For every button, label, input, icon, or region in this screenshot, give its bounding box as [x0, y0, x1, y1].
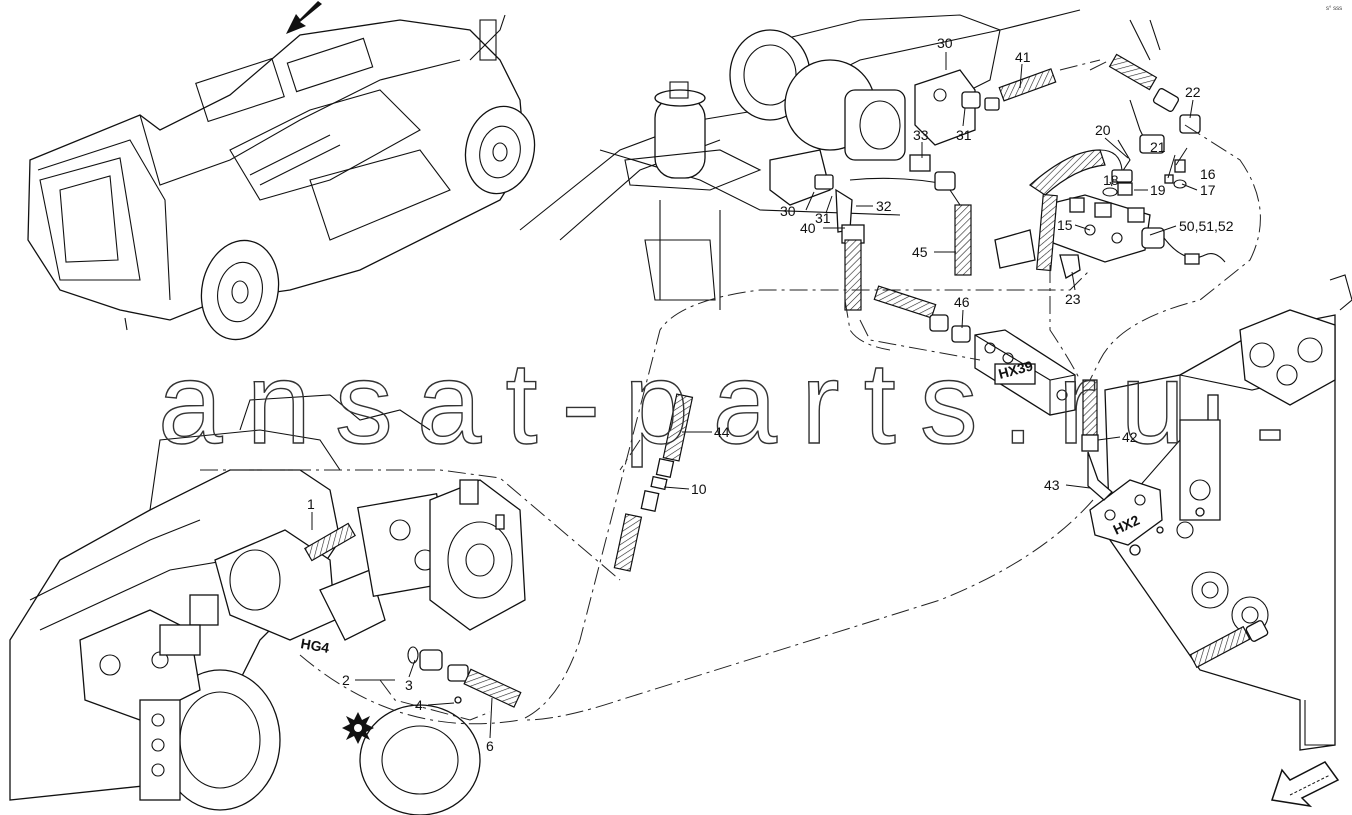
- callout-labels: 30 41 22 33 31 20 18 21 16 19 17 30 31 3…: [307, 35, 1234, 754]
- callout-45: 45: [912, 244, 928, 260]
- callout-21: 21: [1150, 139, 1166, 155]
- watermark-text: ansat-parts.ru: [158, 338, 1188, 468]
- callout-3: 3: [405, 677, 413, 693]
- orientation-arrow-icon: [1271, 761, 1340, 808]
- upper-assembly: HX39: [519, 9, 1226, 416]
- callout-44: 44: [714, 424, 730, 440]
- callout-10: 10: [691, 481, 707, 497]
- leader-lines: [311, 52, 1198, 739]
- pump-assembly: HG4: [9, 394, 526, 815]
- callout-43: 43: [1044, 477, 1060, 493]
- callout-1: 1: [307, 496, 315, 512]
- corner-code: s° sss: [1326, 6, 1342, 12]
- callout-22: 22: [1185, 84, 1201, 100]
- callout-23: 23: [1065, 291, 1081, 307]
- callout-40: 40: [800, 220, 816, 236]
- star-logo-icon: [342, 712, 374, 744]
- hydraulic-tank: HX2: [1081, 274, 1352, 751]
- component-tag-hg4: HG4: [299, 635, 330, 656]
- callout-31-top: 31: [956, 127, 972, 143]
- down-left-arrow-icon: [286, 1, 322, 34]
- callout-17: 17: [1200, 182, 1216, 198]
- callout-33: 33: [913, 127, 929, 143]
- callout-18: 18: [1103, 172, 1119, 188]
- callout-6: 6: [486, 738, 494, 754]
- callout-2: 2: [342, 672, 350, 688]
- callout-31-lower: 31: [815, 210, 831, 226]
- callout-46: 46: [954, 294, 970, 310]
- callout-30-lower: 30: [780, 203, 796, 219]
- machine-overview: [27, 1, 536, 341]
- callout-41: 41: [1015, 49, 1031, 65]
- callout-50-51-52: 50,51,52: [1179, 218, 1234, 234]
- callout-42: 42: [1122, 429, 1138, 445]
- callout-20: 20: [1095, 122, 1111, 138]
- callout-32: 32: [876, 198, 892, 214]
- routing-lines: [200, 59, 1261, 725]
- callout-30-top: 30: [937, 35, 953, 51]
- middle-hose-line: [613, 393, 694, 572]
- callout-19: 19: [1150, 182, 1166, 198]
- callout-15: 15: [1057, 217, 1073, 233]
- callout-4: 4: [415, 697, 423, 713]
- callout-16: 16: [1200, 166, 1216, 182]
